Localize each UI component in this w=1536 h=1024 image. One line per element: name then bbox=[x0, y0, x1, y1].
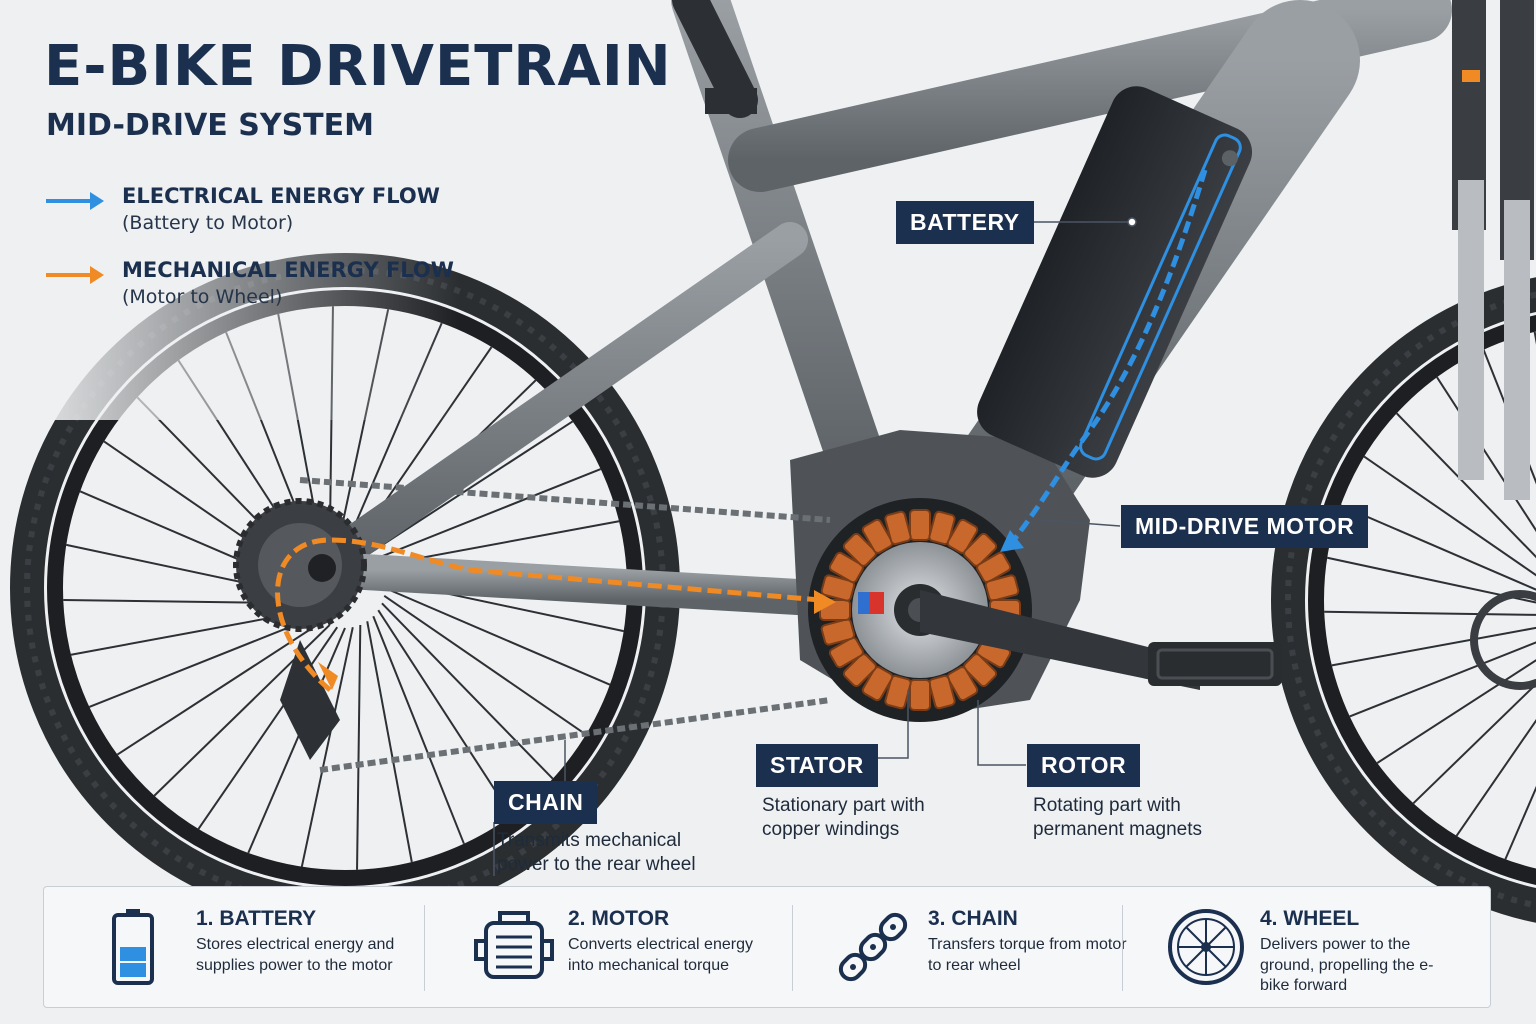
copper-winding bbox=[984, 574, 1020, 602]
motor-housing bbox=[790, 430, 1090, 722]
spoke bbox=[381, 602, 554, 780]
rotor-description: Rotating part with permanent magnets bbox=[1033, 795, 1202, 840]
spoke bbox=[383, 594, 587, 736]
callout-stator: STATOR bbox=[756, 744, 878, 787]
front-wheel bbox=[1271, 277, 1536, 923]
spoke bbox=[366, 420, 574, 556]
mechanical-flow-arrowhead-rear bbox=[318, 662, 338, 690]
spoke bbox=[1349, 641, 1536, 718]
copper-winding bbox=[842, 653, 877, 688]
spoke bbox=[1340, 504, 1536, 591]
blue-arrow-icon bbox=[46, 192, 104, 210]
crank-arm bbox=[920, 590, 1282, 690]
step-divider bbox=[1122, 905, 1123, 991]
copper-winding bbox=[963, 653, 998, 688]
copper-winding bbox=[976, 551, 1012, 584]
callout-mid-drive-motor: MID-DRIVE MOTOR bbox=[1121, 505, 1369, 548]
step-divider bbox=[424, 905, 425, 991]
step-battery-title: 1. BATTERY bbox=[196, 907, 317, 930]
spoke bbox=[247, 627, 346, 854]
page-title: E-BIKE DRIVETRAIN bbox=[44, 34, 672, 99]
copper-winding bbox=[946, 518, 979, 554]
step-wheel-title: 4. WHEEL bbox=[1260, 907, 1360, 930]
callout-battery: BATTERY bbox=[896, 201, 1034, 244]
copper-winding bbox=[946, 666, 979, 702]
copper-winding bbox=[884, 510, 912, 546]
callout-rotor: ROTOR bbox=[1027, 744, 1141, 787]
spoke bbox=[372, 615, 465, 845]
copper-winding bbox=[828, 636, 864, 669]
step-battery-desc: Stores electrical energy and supplies po… bbox=[196, 936, 395, 974]
spoke bbox=[1324, 610, 1536, 616]
copper-winding bbox=[820, 574, 856, 602]
spoke bbox=[1412, 682, 1536, 805]
callout-chain: CHAIN bbox=[494, 781, 598, 824]
step-divider bbox=[792, 905, 793, 991]
copper-winding bbox=[909, 509, 931, 541]
step-chain-title: 3. CHAIN bbox=[928, 907, 1018, 930]
chain-icon bbox=[838, 912, 908, 982]
stator-windings bbox=[819, 509, 1021, 711]
motor-icon bbox=[474, 911, 554, 979]
spoke bbox=[372, 468, 602, 561]
spoke bbox=[1363, 455, 1536, 577]
copper-winding bbox=[861, 666, 894, 702]
mechanical-flow-path bbox=[275, 537, 821, 692]
copper-winding bbox=[842, 532, 877, 567]
spoke bbox=[366, 621, 413, 863]
battery-pack bbox=[977, 86, 1253, 478]
spoke bbox=[197, 626, 339, 830]
wheel-icon bbox=[1168, 909, 1244, 985]
legend-electrical: ELECTRICAL ENERGY FLOW (Battery to Motor… bbox=[44, 184, 444, 244]
spoke bbox=[116, 620, 324, 756]
legend-mechanical-subtitle: (Motor to Wheel) bbox=[122, 286, 283, 308]
step-motor-title: 2. MOTOR bbox=[568, 907, 670, 930]
legend-mechanical-title: MECHANICAL ENERGY FLOW bbox=[122, 258, 454, 282]
bike-chain bbox=[299, 477, 831, 773]
spoke bbox=[1331, 626, 1536, 667]
orange-arrow-icon bbox=[46, 266, 104, 284]
spoke bbox=[88, 615, 318, 708]
page-subtitle: MID-DRIVE SYSTEM bbox=[46, 108, 374, 143]
electrical-flow-arrowhead bbox=[1000, 530, 1024, 552]
spoke bbox=[300, 627, 354, 867]
steps-panel: 1. BATTERY Stores electrical energy and … bbox=[43, 886, 1491, 1008]
battery-icon bbox=[112, 909, 154, 985]
chain-description: Transmits mechanical power to the rear w… bbox=[497, 830, 696, 875]
front-fork bbox=[1452, 0, 1534, 500]
legend-electrical-subtitle: (Battery to Motor) bbox=[122, 212, 294, 234]
spoke bbox=[1395, 412, 1536, 559]
spoke bbox=[1376, 659, 1536, 764]
title-fade bbox=[0, 0, 460, 420]
step-wheel-desc: Delivers power to the ground, propelling… bbox=[1260, 936, 1434, 994]
copper-winding bbox=[928, 674, 956, 710]
copper-winding bbox=[828, 551, 864, 584]
electrical-flow-path bbox=[1008, 169, 1208, 547]
copper-winding bbox=[909, 679, 931, 711]
copper-winding bbox=[928, 510, 956, 546]
copper-winding bbox=[963, 532, 998, 567]
spoke bbox=[1504, 785, 1536, 860]
copper-winding bbox=[861, 518, 894, 554]
legend-mechanical: MECHANICAL ENERGY FLOW (Motor to Wheel) bbox=[44, 258, 454, 318]
spoke bbox=[356, 624, 362, 870]
step-chain-desc: Transfers torque from motor to rear whee… bbox=[928, 936, 1127, 974]
legend-electrical-title: ELECTRICAL ENERGY FLOW bbox=[122, 184, 440, 208]
spoke bbox=[1455, 718, 1536, 837]
copper-winding bbox=[820, 618, 856, 646]
stator-description: Stationary part with copper windings bbox=[762, 795, 925, 840]
spoke bbox=[377, 609, 513, 817]
spoke bbox=[384, 587, 611, 686]
step-motor-desc: Converts electrical energy into mechanic… bbox=[568, 936, 753, 974]
mechanical-flow-arrowhead bbox=[814, 590, 836, 614]
spoke bbox=[1327, 556, 1536, 604]
